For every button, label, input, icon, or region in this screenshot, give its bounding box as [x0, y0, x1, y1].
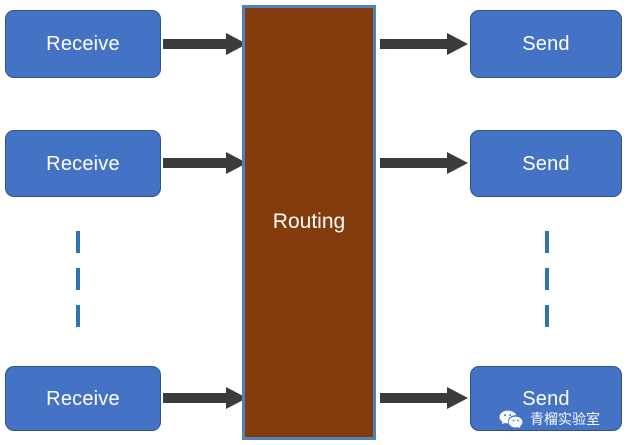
arrow-right-icon-in-2: [163, 152, 247, 174]
send-node-3[interactable]: Send: [470, 366, 622, 431]
arrow-right-icon-out-1: [380, 33, 468, 55]
watermark: 青榴实验室: [497, 407, 606, 433]
dash-segment: [76, 231, 80, 253]
send-node-2-label: Send: [522, 152, 570, 175]
arrow-right-icon-out-3: [380, 387, 468, 409]
send-node-1-label: Send: [522, 33, 570, 55]
vertical-ellipsis-dashes-icon-right: [545, 231, 549, 327]
send-node-3-label: Send: [522, 387, 570, 410]
send-node-1[interactable]: Send: [470, 10, 622, 78]
receive-node-2[interactable]: Receive: [5, 130, 161, 197]
arrow-right-icon-out-2: [380, 152, 468, 174]
send-node-2[interactable]: Send: [470, 130, 622, 197]
dash-segment: [545, 268, 549, 290]
dash-segment: [545, 305, 549, 327]
receive-node-1[interactable]: Receive: [5, 10, 161, 78]
routing-node-label: Routing: [272, 210, 346, 233]
dash-segment: [76, 268, 80, 290]
dash-segment: [545, 231, 549, 253]
receive-node-3-label: Receive: [46, 387, 120, 410]
receive-node-2-label: Receive: [46, 152, 120, 175]
arrow-right-icon-in-3: [163, 387, 247, 409]
vertical-ellipsis-dashes-icon-left: [76, 231, 80, 327]
arrow-right-icon-in-1: [163, 33, 247, 55]
receive-node-1-label: Receive: [46, 33, 120, 55]
watermark-label: 青榴实验室: [530, 412, 600, 428]
routing-node[interactable]: Routing: [242, 5, 376, 440]
wechat-icon: [499, 410, 523, 430]
dash-segment: [76, 305, 80, 327]
receive-node-3[interactable]: Receive: [5, 366, 161, 431]
